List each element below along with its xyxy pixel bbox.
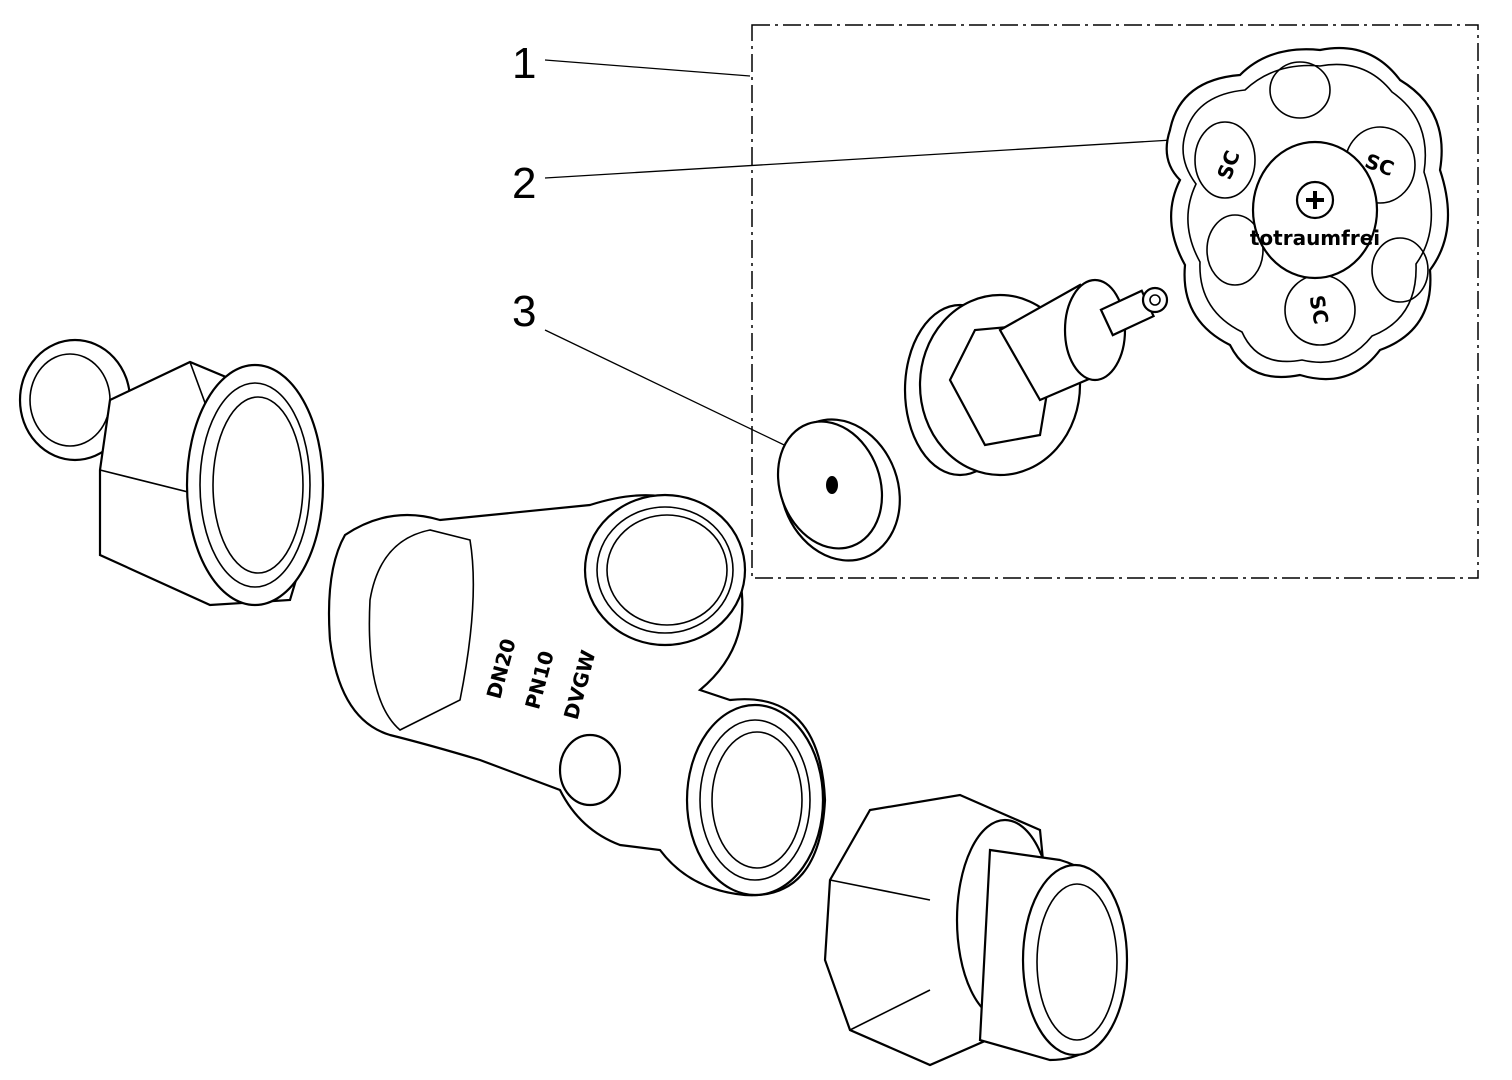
- logo-sc: SC: [1305, 293, 1334, 326]
- callout-1: 1: [512, 39, 751, 88]
- callout-number: 2: [512, 159, 536, 208]
- bonnet-spindle: [903, 278, 1169, 477]
- callout-3: 3: [512, 287, 806, 456]
- callout-number: 3: [512, 287, 536, 336]
- valve-disc: [776, 418, 901, 562]
- screw-icon: [1306, 191, 1324, 209]
- valve-body: DN20 PN10 DVGW: [327, 493, 827, 897]
- left-coupling: [18, 338, 325, 607]
- callout-number: 1: [512, 39, 536, 88]
- handwheel-cap-text: totraumfrei: [1250, 226, 1380, 250]
- callout-2: 2: [512, 139, 1173, 208]
- assembly-group-frame: [751, 24, 1479, 579]
- right-coupling: [823, 793, 1129, 1067]
- handwheel: totraumfrei SC SC SC: [1165, 46, 1450, 381]
